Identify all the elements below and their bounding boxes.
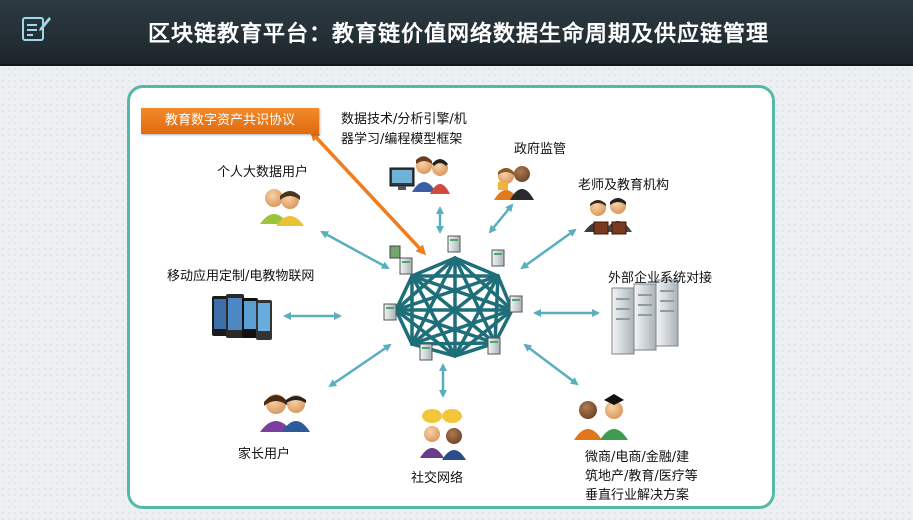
mobile-devices-icon bbox=[212, 294, 272, 340]
government-team-icon bbox=[494, 166, 534, 200]
mobile-apps-label: 移动应用定制/电教物联网 bbox=[167, 269, 315, 284]
consensus-protocol-badge: 教育数字资产共识协议 bbox=[141, 108, 319, 134]
arrow-verticals bbox=[523, 343, 579, 386]
data-tech-label-line2: 器学习/编程模型框架 bbox=[341, 132, 463, 147]
personal-users-label: 个人大数据用户 bbox=[217, 165, 309, 180]
network-node-servers bbox=[383, 235, 523, 361]
parents-icon bbox=[260, 394, 310, 432]
header-bar: 区块链教育平台：教育链价值网络数据生命周期及供应链管理 bbox=[0, 0, 913, 66]
server-rack-icon bbox=[611, 279, 679, 355]
social-label: 社交网络 bbox=[411, 471, 464, 486]
arrow-teachers bbox=[520, 228, 577, 270]
edit-note-icon bbox=[22, 17, 51, 41]
arrow-government bbox=[488, 203, 514, 234]
data-tech-label-line1: 数据技术/分析引擎/机 bbox=[341, 112, 467, 127]
parents-label: 家长用户 bbox=[238, 447, 291, 462]
page-title: 区块链教育平台：教育链价值网络数据生命周期及供应链管理 bbox=[148, 22, 770, 47]
arrow-personal bbox=[320, 230, 390, 270]
teachers-label: 老师及教育机构 bbox=[578, 178, 670, 193]
computer-users-icon bbox=[389, 156, 450, 194]
connection-arrows bbox=[283, 203, 600, 398]
government-label: 政府监管 bbox=[514, 142, 567, 157]
chat-users-icon bbox=[420, 409, 466, 460]
enterprise-label: 外部企业系统对接 bbox=[608, 271, 713, 286]
verticals-label-line3: 垂直行业解决方案 bbox=[585, 488, 690, 503]
verticals-label-line1: 微商/电商/金融/建 bbox=[585, 450, 690, 465]
user-pair-icon bbox=[260, 189, 304, 226]
arrow-parents bbox=[328, 343, 392, 388]
graduate-users-icon bbox=[574, 394, 628, 440]
arrow-protocol bbox=[309, 130, 427, 256]
verticals-label-line2: 筑地产/教育/医疗等 bbox=[585, 469, 698, 484]
teachers-icon bbox=[584, 198, 632, 235]
